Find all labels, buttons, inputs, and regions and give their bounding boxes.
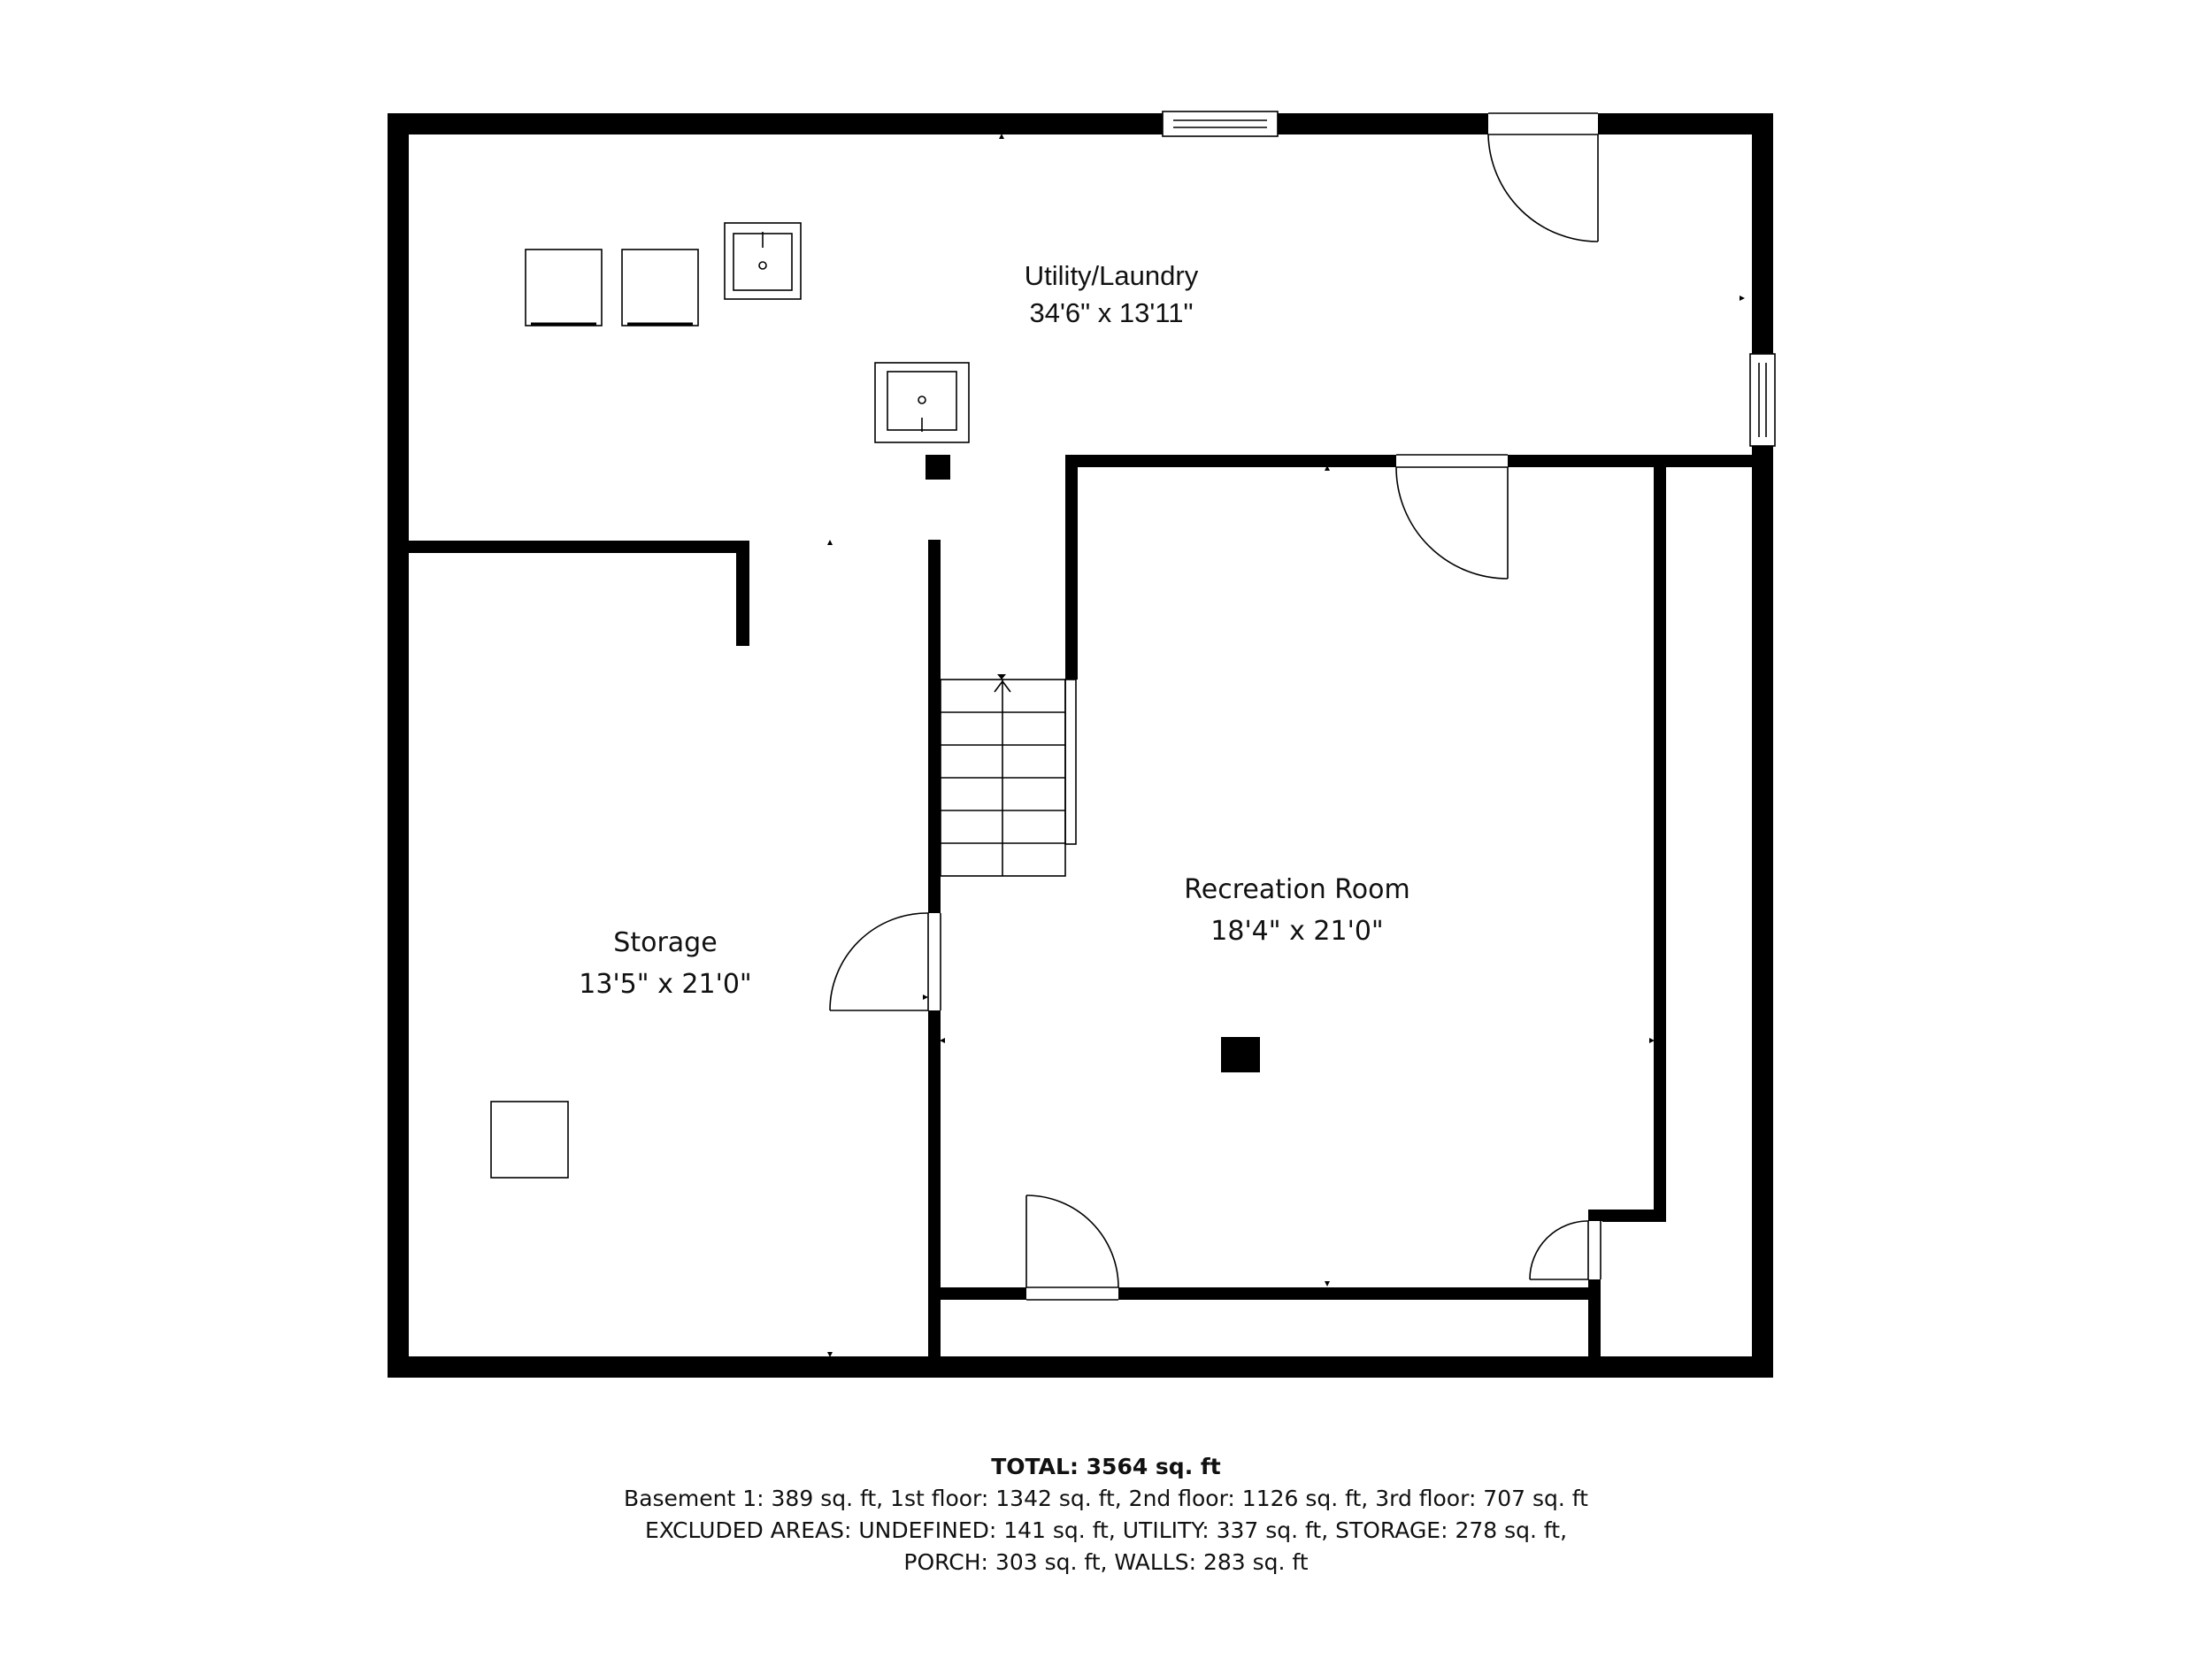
excluded-areas-line-2: PORCH: 303 sq. ft, WALLS: 283 sq. ft bbox=[903, 1549, 1309, 1575]
floor-areas: Basement 1: 389 sq. ft, 1st floor: 1342 … bbox=[624, 1486, 1588, 1511]
windows bbox=[1162, 111, 1776, 447]
column-utility bbox=[926, 455, 950, 480]
outer-wall-left bbox=[388, 113, 409, 1378]
dryer-icon bbox=[525, 249, 603, 326]
utility-room-dims: 34'6" x 13'11" bbox=[1030, 297, 1194, 328]
doors bbox=[829, 111, 1602, 1302]
storage-wall-top bbox=[409, 541, 749, 553]
recreation-room-name: Recreation Room bbox=[1184, 874, 1409, 905]
column-recreation bbox=[1221, 1037, 1260, 1072]
laundry-sink-icon bbox=[724, 222, 802, 300]
storage-room-dims: 13'5" x 21'0" bbox=[579, 969, 751, 1000]
fixtures bbox=[490, 222, 970, 1179]
recreation-room-dims: 18'4" x 21'0" bbox=[1210, 916, 1383, 947]
washer-icon bbox=[621, 249, 699, 326]
outer-wall-bottom bbox=[388, 1356, 1773, 1378]
outer-wall-right bbox=[1752, 113, 1773, 1378]
recreation-wall-jog bbox=[1588, 1210, 1666, 1222]
dimension-markers bbox=[403, 134, 1745, 1357]
stairs bbox=[940, 679, 1077, 877]
excluded-areas-line-1: EXCLUDED AREAS: UNDEFINED: 141 sq. ft, U… bbox=[644, 1517, 1568, 1543]
area-summary: TOTAL: 3564 sq. ft Basement 1: 389 sq. f… bbox=[0, 1451, 2212, 1578]
storage-box-icon bbox=[490, 1101, 569, 1179]
room-labels: Utility/Laundry 34'6" x 13'11" Storage 1… bbox=[579, 260, 1409, 1000]
storage-room-name: Storage bbox=[613, 927, 717, 958]
utility-room-name: Utility/Laundry bbox=[1025, 260, 1199, 291]
recreation-wall-right bbox=[1654, 455, 1666, 1222]
walls bbox=[388, 113, 1773, 1378]
total-area: TOTAL: 3564 sq. ft bbox=[991, 1454, 1221, 1479]
recreation-wall-left-upper bbox=[1065, 455, 1078, 680]
storage-wall-stub bbox=[736, 541, 749, 646]
utility-sink-icon bbox=[874, 362, 970, 443]
